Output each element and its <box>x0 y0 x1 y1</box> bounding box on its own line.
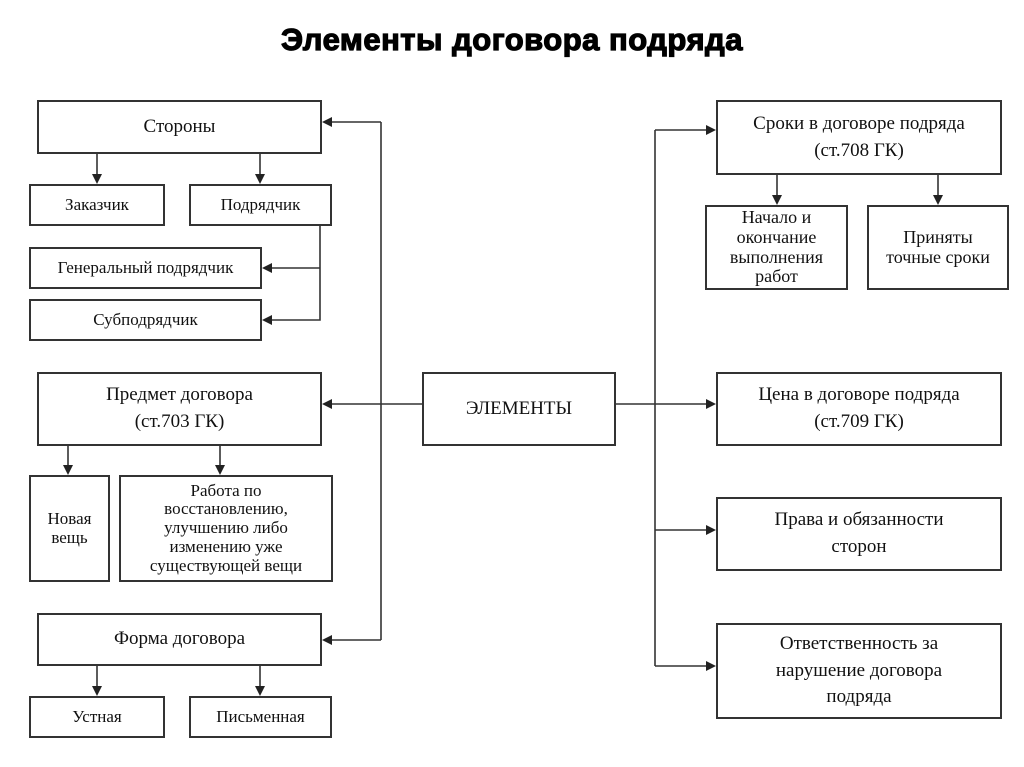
box-rights: Права и обязанности сторон <box>716 497 1002 571</box>
box-restoration-work: Работа по восстановлению, улучшению либо… <box>119 475 333 582</box>
box-written: Письменная <box>189 696 332 738</box>
box-form: Форма договора <box>37 613 322 666</box>
arrow-exact <box>933 195 943 205</box>
box-oral: Устная <box>29 696 165 738</box>
arrow-customer <box>92 174 102 184</box>
arrow-contractor <box>255 174 265 184</box>
box-exact-terms: Приняты точные сроки <box>867 205 1009 290</box>
arrow-to-rights <box>706 525 716 535</box>
arrow-general <box>262 263 272 273</box>
box-subject: Предмет договора (ст.703 ГК) <box>37 372 322 446</box>
box-parties: Стороны <box>37 100 322 154</box>
box-elements-center: ЭЛЕМЕНТЫ <box>422 372 616 446</box>
diagram-title: Элементы договора подряда <box>280 21 743 57</box>
box-customer: Заказчик <box>29 184 165 226</box>
arrow-to-price <box>706 399 716 409</box>
box-general-contractor: Генеральный подрядчик <box>29 247 262 289</box>
box-subcontractor: Субподрядчик <box>29 299 262 341</box>
box-liability: Ответственность за нарушение договора по… <box>716 623 1002 719</box>
connector-contractor-sub <box>270 225 321 321</box>
arrow-sub <box>262 315 272 325</box>
box-terms: Сроки в договоре подряда (ст.708 ГК) <box>716 100 1002 175</box>
box-price: Цена в договоре подряда (ст.709 ГК) <box>716 372 1002 446</box>
arrow-start <box>772 195 782 205</box>
arrow-new <box>63 465 73 475</box>
arrow-to-terms <box>706 125 716 135</box>
arrow-to-liability <box>706 661 716 671</box>
box-new-thing: Новая вещь <box>29 475 110 582</box>
arrow-to-parties <box>322 117 332 127</box>
arrow-work <box>215 465 225 475</box>
arrow-to-subject <box>322 399 332 409</box>
arrow-written <box>255 686 265 696</box>
arrow-oral <box>92 686 102 696</box>
box-contractor: Подрядчик <box>189 184 332 226</box>
arrow-to-form <box>322 635 332 645</box>
box-start-end: Начало и окончание выполнения работ <box>705 205 848 290</box>
